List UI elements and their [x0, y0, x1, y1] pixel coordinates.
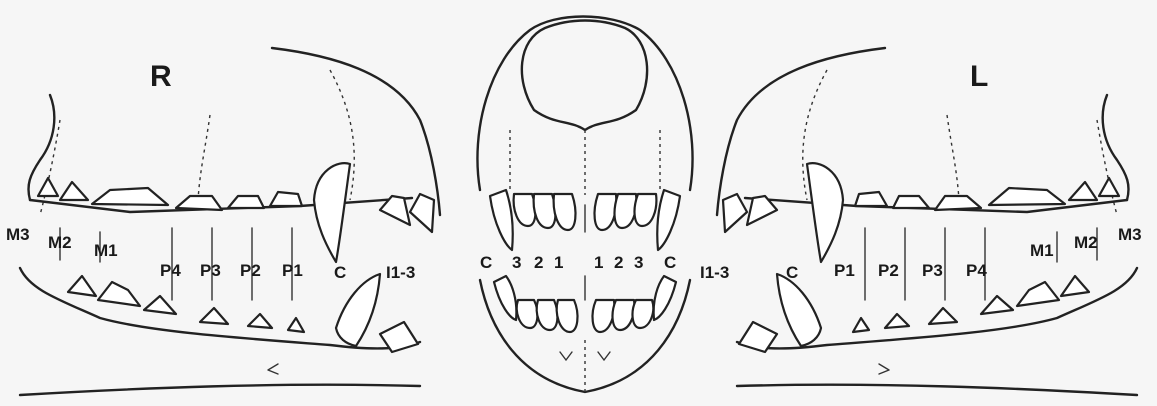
left-label-p1: P1: [834, 261, 855, 280]
right-label-i1-3: I1-3: [386, 263, 415, 282]
right-label-p1: P1: [282, 261, 303, 280]
front-label-3-right: 3: [512, 253, 521, 272]
front-label-1-left: 1: [594, 253, 603, 272]
left-label-p3: P3: [922, 261, 943, 280]
right-label-m2: M2: [48, 233, 72, 252]
left-label-m2: M2: [1074, 233, 1098, 252]
left-label-p2: P2: [878, 261, 899, 280]
front-label-2-right: 2: [534, 253, 543, 272]
left-label-m1: M1: [1030, 241, 1054, 260]
front-label-1-right: 1: [554, 253, 563, 272]
right-label-p3: P3: [200, 261, 221, 280]
right-lateral-view: [20, 48, 440, 395]
right-label-p2: P2: [240, 261, 261, 280]
front-label-c-right: C: [480, 253, 492, 272]
front-label-3-left: 3: [634, 253, 643, 272]
left-label-m3: M3: [1118, 225, 1142, 244]
front-label-2-left: 2: [614, 253, 623, 272]
left-side-label: L: [970, 60, 988, 93]
right-label-p4: P4: [160, 261, 181, 280]
front-label-c-left: C: [664, 253, 676, 272]
left-label-p4: P4: [966, 261, 987, 280]
right-label-c: C: [334, 263, 346, 282]
right-side-label: R: [150, 60, 172, 93]
right-label-m3: M3: [6, 225, 30, 244]
left-label-c: C: [786, 263, 798, 282]
left-label-i1-3: I1-3: [700, 263, 729, 282]
right-label-m1: M1: [94, 241, 118, 260]
front-view: [477, 17, 692, 393]
left-lateral-view: [717, 48, 1137, 395]
